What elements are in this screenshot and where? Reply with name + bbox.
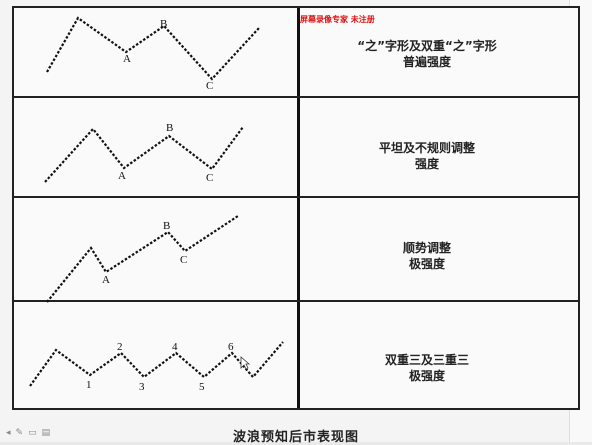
wave-label-b: B [160, 18, 167, 30]
row-description-3: 顺势调整 极强度 [290, 240, 564, 272]
description-line: 顺势调整 [402, 241, 451, 255]
pointer-icon[interactable]: ◂ [6, 428, 11, 438]
wave-label-3: 3 [139, 381, 145, 393]
wave-label-c: C [206, 172, 213, 184]
description-line: 极强度 [408, 369, 445, 383]
wave-zigzag-4 [29, 341, 284, 387]
wave-zigzag-3 [46, 215, 239, 303]
wave-table [12, 6, 580, 410]
description-line: 双重三及三重三 [384, 353, 469, 367]
row-divider [14, 96, 578, 98]
pen-icon[interactable]: ✎ [15, 428, 24, 438]
wave-zigzag-1 [46, 16, 260, 81]
mouse-cursor-icon [240, 356, 250, 370]
wave-label-b: B [163, 220, 170, 232]
watermark-text: 屏幕录像专家 未注册 [300, 15, 375, 24]
description-line: 极强度 [408, 257, 445, 271]
wave-label-a: A [102, 274, 110, 286]
row-description-4: 双重三及三重三 极强度 [290, 352, 564, 384]
figure-caption: 波浪预知后市表现图 [232, 430, 359, 445]
description-line: 普遍强度 [402, 55, 451, 69]
wave-label-6: 6 [228, 341, 234, 353]
row-description-2: 平坦及不规则调整 强度 [290, 140, 564, 172]
row-description-1: “之”字形及双重“之”字形 普遍强度 [290, 38, 564, 70]
list-icon[interactable]: ▤ [41, 428, 51, 438]
wave-label-c: C [180, 254, 187, 266]
description-line: “之”字形及双重“之”字形 [357, 39, 497, 53]
wave-label-a: A [118, 170, 126, 182]
wave-label-1: 1 [86, 379, 92, 391]
wave-label-2: 2 [117, 341, 123, 353]
column-divider [297, 8, 300, 408]
eraser-icon[interactable]: ▭ [28, 428, 37, 438]
row-divider [14, 300, 578, 302]
wave-label-5: 5 [199, 381, 205, 393]
wave-label-a: A [123, 53, 131, 65]
wave-label-4: 4 [172, 341, 178, 353]
description-line: 平坦及不规则调整 [378, 141, 475, 155]
bottom-toolbar: ◂ ✎ ▭ ▤ [6, 428, 50, 438]
description-line: 强度 [414, 157, 439, 171]
wave-label-b: B [166, 122, 173, 134]
wave-label-c: C [206, 80, 213, 92]
row-divider [14, 196, 578, 198]
